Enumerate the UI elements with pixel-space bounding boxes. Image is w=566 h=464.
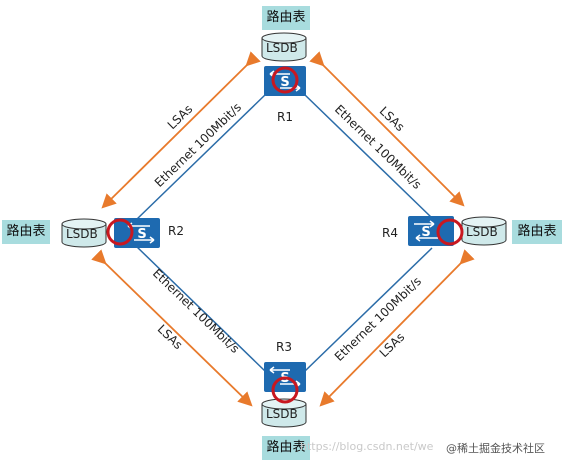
lsa-arrow-r1-r2 [101,51,261,209]
lsdb-r1-cylinder [261,32,307,62]
routing-table-r2: 路由表 [2,220,50,244]
router-r2-label: R2 [168,224,184,238]
router-r3-icon: S [264,362,306,404]
router-r4-icon: S [408,216,464,246]
lsa-arrow-r4-r3 [319,249,475,407]
svg-text:S: S [421,225,430,240]
lsdb-r3-label: LSDB [266,407,298,421]
router-r4-label: R4 [382,226,398,240]
svg-text:S: S [280,75,289,90]
lsa-arrow-r2-r3 [91,249,253,407]
lsdb-r1-label: LSDB [266,41,298,55]
router-r2-icon: S [106,218,160,248]
csdn-watermark: https://blog.csdn.net/we [300,440,434,453]
router-r3-label: R3 [276,340,292,354]
routing-table-r3: 路由表 [262,436,310,460]
lsdb-r4-label: LSDB [466,225,498,239]
lsdb-r3-cylinder [261,398,307,428]
lsdb-r2-cylinder [61,218,107,248]
router-r1-icon: S [264,66,306,96]
site-watermark: @稀土掘金技术社区 [446,442,545,455]
lsa-arrow-r1-r4 [309,51,465,207]
lsdb-r2-label: LSDB [66,227,98,241]
routing-table-r1: 路由表 [262,6,310,30]
routing-table-r4: 路由表 [512,220,562,244]
svg-text:S: S [137,227,146,242]
router-r1-label: R1 [277,110,293,124]
link-r1-r2 [135,93,267,221]
lsdb-r4-cylinder [461,216,507,246]
link-r4-r3 [303,247,433,373]
